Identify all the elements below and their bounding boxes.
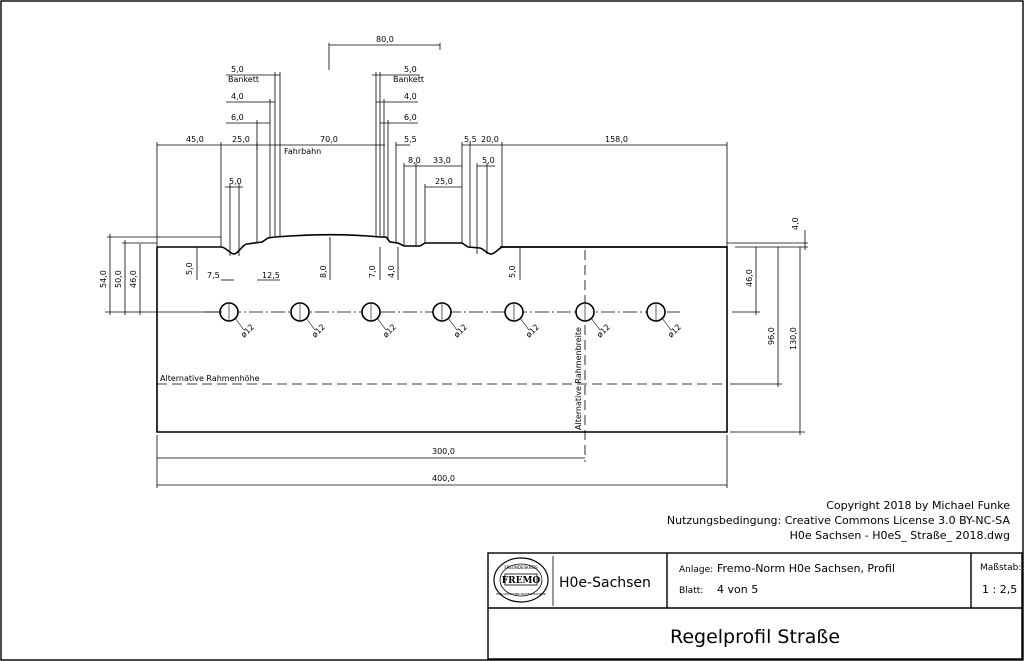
right-dimension-lines	[727, 230, 808, 435]
top-dimension-values: 80,0 5,0 Bankett 5,0 Bankett 4,0 4,0 6,0…	[186, 35, 628, 186]
dim-25: 25,0	[232, 135, 250, 144]
dim-70: 70,0	[320, 135, 338, 144]
dim-5-5-left: 5,5	[404, 135, 417, 144]
alt-height-label: Alternative Rahmenhöhe	[160, 374, 260, 383]
dim-7-0: 7,0	[368, 265, 377, 278]
dim-300: 300,0	[432, 447, 455, 456]
dim-80: 80,0	[376, 35, 394, 44]
copyright-line: Copyright 2018 by Michael Funke	[826, 499, 1010, 512]
hole-label: ø12	[381, 322, 398, 339]
dim-4-right: 4,0	[404, 92, 417, 101]
road-profile-line	[157, 233, 727, 255]
dim-45: 45,0	[186, 135, 204, 144]
bottom-dimension-values: 300,0 400,0	[432, 447, 455, 483]
dim-5-left-side: 5,0	[185, 262, 194, 275]
fremo-logo-ring-top: FREUNDESKREIS	[504, 565, 538, 570]
dim-96: 96,0	[767, 327, 776, 345]
hole-label: ø12	[595, 322, 612, 339]
right-dimension-values: 4,0 46,0 96,0 130,0	[745, 217, 800, 350]
blatt-label: Blatt:	[679, 586, 703, 596]
dim-4-left: 4,0	[231, 92, 244, 101]
hole-label: ø12	[452, 322, 469, 339]
profile-dimension-lines	[196, 237, 521, 281]
dim-46-right: 46,0	[745, 269, 754, 287]
dim-8: 8,0	[408, 156, 421, 165]
dim-5-left: 5,0	[231, 65, 244, 74]
title-block: FREMO FREUNDESKREIS EUROPÄISCHER MODELLB…	[487, 552, 1023, 660]
profile-dimension-values: 7,5 12,5 8,0 7,0 4,0 5,0 5,0	[185, 262, 517, 280]
fremo-logo-ring-bottom: EUROPÄISCHER MODELLBAHNER	[496, 591, 545, 596]
alt-width-label: Alternative Rahmenbreite	[574, 327, 583, 430]
dim-4-0: 4,0	[387, 265, 396, 278]
dim-fahrbahn: Fahrbahn	[284, 147, 321, 156]
dim-54: 54,0	[99, 270, 108, 288]
dim-33: 33,0	[433, 156, 451, 165]
massstab-label: Maßstab:	[980, 563, 1021, 573]
left-dimension-lines	[105, 234, 222, 315]
anlage-value: Fremo-Norm H0e Sachsen, Profil	[717, 562, 895, 575]
massstab-value: 1 : 2,5	[982, 583, 1017, 596]
mounting-holes	[219, 302, 672, 331]
dim-6-right: 6,0	[404, 113, 417, 122]
dim-bankett-left: Bankett	[228, 75, 259, 84]
dim-5-5-right: 5,5	[464, 135, 477, 144]
fremo-logo-text: FREMO	[502, 576, 541, 586]
blatt-value: 4 von 5	[717, 583, 758, 596]
left-dimension-values: 54,0 50,0 46,0	[99, 270, 138, 288]
dim-5-ditch: 5,0	[229, 177, 242, 186]
copyright-block: Copyright 2018 by Michael Funke Nutzungs…	[667, 499, 1011, 542]
hole-label: ø12	[524, 322, 541, 339]
dim-bankett-right: Bankett	[393, 75, 424, 84]
filename-line: H0e Sachsen - H0eS_ Straße_ 2018.dwg	[790, 529, 1010, 542]
group-name: H0e-Sachsen	[559, 575, 651, 591]
dim-8-road: 8,0	[319, 265, 328, 278]
dim-158: 158,0	[605, 135, 628, 144]
dim-46-left: 46,0	[129, 270, 138, 288]
dim-20: 20,0	[481, 135, 499, 144]
hole-labels: ø12 ø12 ø12 ø12 ø12 ø12 ø12	[239, 322, 683, 339]
dim-25-inner: 25,0	[435, 177, 453, 186]
hole-label: ø12	[239, 322, 256, 339]
dim-6-left: 6,0	[231, 113, 244, 122]
anlage-label: Anlage:	[679, 565, 713, 575]
bottom-dimension-lines	[156, 435, 728, 488]
hole-label: ø12	[310, 322, 327, 339]
dim-4-right-top: 4,0	[791, 217, 800, 230]
fremo-logo-icon: FREMO FREUNDESKREIS EUROPÄISCHER MODELLB…	[493, 557, 549, 603]
drawing-title: Regelprofil Straße	[670, 626, 840, 648]
dim-7-5: 7,5	[207, 271, 220, 280]
dim-5-right: 5,0	[404, 65, 417, 74]
dim-50: 50,0	[114, 270, 123, 288]
dim-5-bankett: 5,0	[482, 156, 495, 165]
dim-5-right-side: 5,0	[508, 265, 517, 278]
dim-130: 130,0	[789, 327, 798, 350]
dim-12-5: 12,5	[262, 271, 280, 280]
hole-label: ø12	[666, 322, 683, 339]
profile-body	[156, 233, 728, 462]
top-dimension-lines	[156, 43, 728, 256]
dim-400: 400,0	[432, 474, 455, 483]
license-line: Nutzungsbedingung: Creative Commons Lice…	[667, 514, 1011, 527]
